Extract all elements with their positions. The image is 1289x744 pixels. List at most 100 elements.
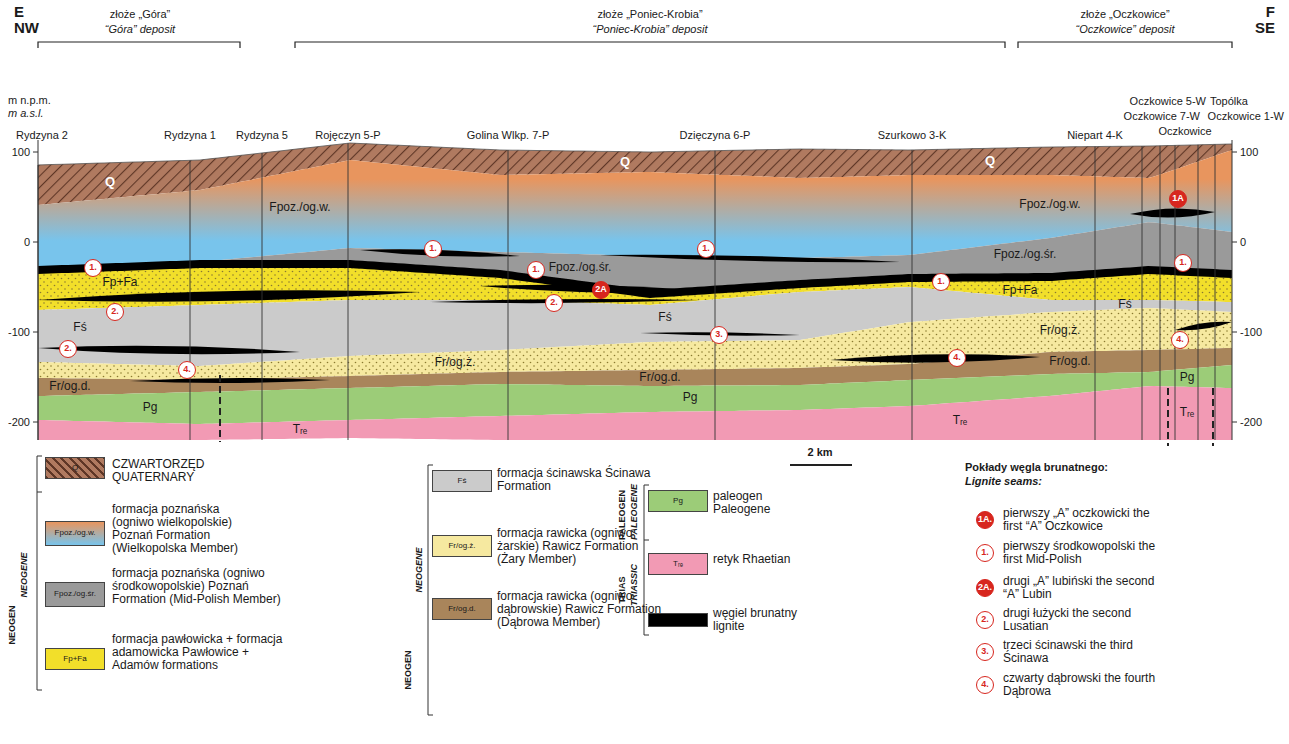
- axis-value: -100: [1240, 326, 1262, 338]
- legend-text: pierwszy „A” oczkowicki the first “A” Oc…: [1003, 507, 1163, 533]
- unit-label: Fp+Fa: [102, 276, 137, 289]
- lignite-seam: [38, 290, 420, 302]
- seam-number: 4.: [1171, 331, 1189, 349]
- direction-letter: E: [14, 4, 24, 21]
- axis-tick: [1232, 242, 1237, 243]
- lignite-seam: [430, 299, 700, 303]
- axis-tick: [1232, 152, 1237, 153]
- swatch-label: Fr/og.ż.: [448, 542, 475, 551]
- unit-label: Pg: [1180, 371, 1195, 384]
- map-label: złoże „Oczkowice”: [1080, 8, 1169, 20]
- map-label: Golina Wlkp. 7-P: [467, 129, 550, 141]
- seam-number: 1.: [976, 544, 994, 562]
- map-label: m n.p.m.: [8, 94, 51, 106]
- lignite-seam: [600, 255, 900, 262]
- seam-number: 4.: [976, 676, 994, 694]
- seam-number: 2A: [592, 281, 610, 299]
- seam-number: 4.: [948, 349, 966, 367]
- swatch-label: Fś: [458, 477, 467, 486]
- unit-label: Fpoz./og.śr.: [549, 261, 612, 274]
- legend-text: paleogen Paleogene: [713, 490, 803, 516]
- lignite-seam: [1130, 208, 1215, 217]
- axis-line: [38, 140, 39, 440]
- swatch-label: Fpoz./og.w.: [55, 529, 96, 538]
- borehole-line: [348, 143, 349, 440]
- axis-tick: [33, 422, 38, 423]
- scale-bar: [790, 464, 852, 466]
- borehole-line: [262, 153, 263, 440]
- unit-label: Fr/og.d.: [1049, 355, 1090, 368]
- swatch-label: Pg: [673, 497, 683, 506]
- unit-label: Tᵣₑ: [953, 414, 968, 427]
- legend-text: drugi łużycki the second Lusatian: [1003, 607, 1163, 633]
- map-label: złoże „Góra”: [110, 8, 171, 20]
- seam-number: 3.: [976, 643, 994, 661]
- legend-text: formacja pawłowicka + formacja adamowick…: [112, 633, 287, 672]
- legend-text: drugi „A” lubiński the second “A” Lubin: [1003, 575, 1163, 601]
- direction-letter: NW: [14, 20, 39, 37]
- legend-text: formacja ścinawska Ścinawa Formation: [497, 467, 672, 493]
- legend-heading: Lignite seams:: [965, 475, 1042, 487]
- legend-bracket: [37, 456, 42, 690]
- legend-group: NEOGENE: [20, 552, 30, 597]
- map-label: m a.s.l.: [8, 107, 43, 119]
- unit-label: Tᵣₑ: [1180, 406, 1195, 419]
- seam-number: 1A.: [976, 511, 994, 529]
- unit-label: Fp+Fa: [1002, 284, 1037, 297]
- swatch-label: Q: [72, 464, 78, 473]
- unit-label: Pg: [143, 401, 158, 414]
- swatch-label: Tᵣₑ: [673, 560, 683, 569]
- fault-line: [1167, 388, 1169, 446]
- borehole-line: [1142, 146, 1143, 440]
- borehole-line: [1095, 147, 1096, 440]
- axis-value: -100: [8, 326, 30, 338]
- legend-bracket: [428, 465, 433, 715]
- seam-number: 1.: [1174, 254, 1192, 272]
- legend-group: NEOGEN: [404, 650, 414, 689]
- map-label: Rydzyna 2: [16, 129, 68, 141]
- unit-label: Fś: [658, 311, 671, 324]
- unit-label: Q: [620, 155, 630, 169]
- unit-label: Fpoz./og.w.: [1019, 198, 1080, 211]
- unit-label: Fr/og.ż.: [435, 356, 476, 369]
- swatch-label: Fp+Fa: [63, 655, 86, 664]
- lignite-seam: [830, 354, 1040, 362]
- borehole-line: [1198, 145, 1199, 440]
- seam-number: 1.: [84, 259, 102, 277]
- axis-value: -200: [8, 416, 30, 428]
- map-label: Rojęczyn 5-P: [315, 129, 380, 141]
- deposit-bracket: [1018, 42, 1232, 48]
- legend-group: NEOGEN: [8, 605, 18, 644]
- legend-text: CZWARTORZĘD QUATERNARY: [112, 458, 222, 484]
- unit-label: Q: [105, 175, 115, 189]
- legend-text: retyk Rhaetian: [713, 553, 803, 566]
- unit-label: Fpoz./og.w.: [269, 201, 330, 214]
- map-label: Topólka: [1210, 95, 1248, 107]
- unit-label: Fr/og.d.: [49, 380, 90, 393]
- map-label: Rydzyna 5: [236, 129, 288, 141]
- borehole-line: [912, 150, 913, 440]
- borehole-line: [715, 151, 716, 440]
- seam-number: 1.: [527, 261, 545, 279]
- fault-line: [219, 375, 221, 442]
- unit-label: Pg: [683, 391, 698, 404]
- axis-tick: [1232, 332, 1237, 333]
- unit-label: Fr/og.ż.: [1040, 324, 1081, 337]
- borehole-line: [508, 150, 509, 440]
- legend-text: formacja rawicka (ogniwo dąbrowskie) Raw…: [497, 590, 662, 629]
- axis-value: 0: [1240, 236, 1246, 248]
- legend-text: pierwszy środkowopolski the first Mid-Po…: [1003, 540, 1163, 566]
- legend-text: węgiel brunatny lignite: [713, 607, 813, 633]
- axis-value: 0: [24, 236, 30, 248]
- seam-number: 1A: [1169, 190, 1187, 208]
- map-label: “Góra” deposit: [105, 23, 175, 35]
- map-label: “Oczkowice” deposit: [1075, 23, 1174, 35]
- legend-text: czwarty dąbrowski the fourth Dąbrowa: [1003, 672, 1163, 698]
- map-label: “Poniec-Krobia” deposit: [593, 23, 708, 35]
- legend-heading: 2 km: [807, 446, 832, 458]
- legend-heading: Pokłady węgla brunatnego:: [965, 461, 1108, 473]
- ground-surface: [38, 143, 1232, 165]
- map-label: Oczkowice 5-W: [1130, 95, 1206, 107]
- unit-label: Fr/og.d.: [639, 371, 680, 384]
- fault-line: [1212, 388, 1214, 446]
